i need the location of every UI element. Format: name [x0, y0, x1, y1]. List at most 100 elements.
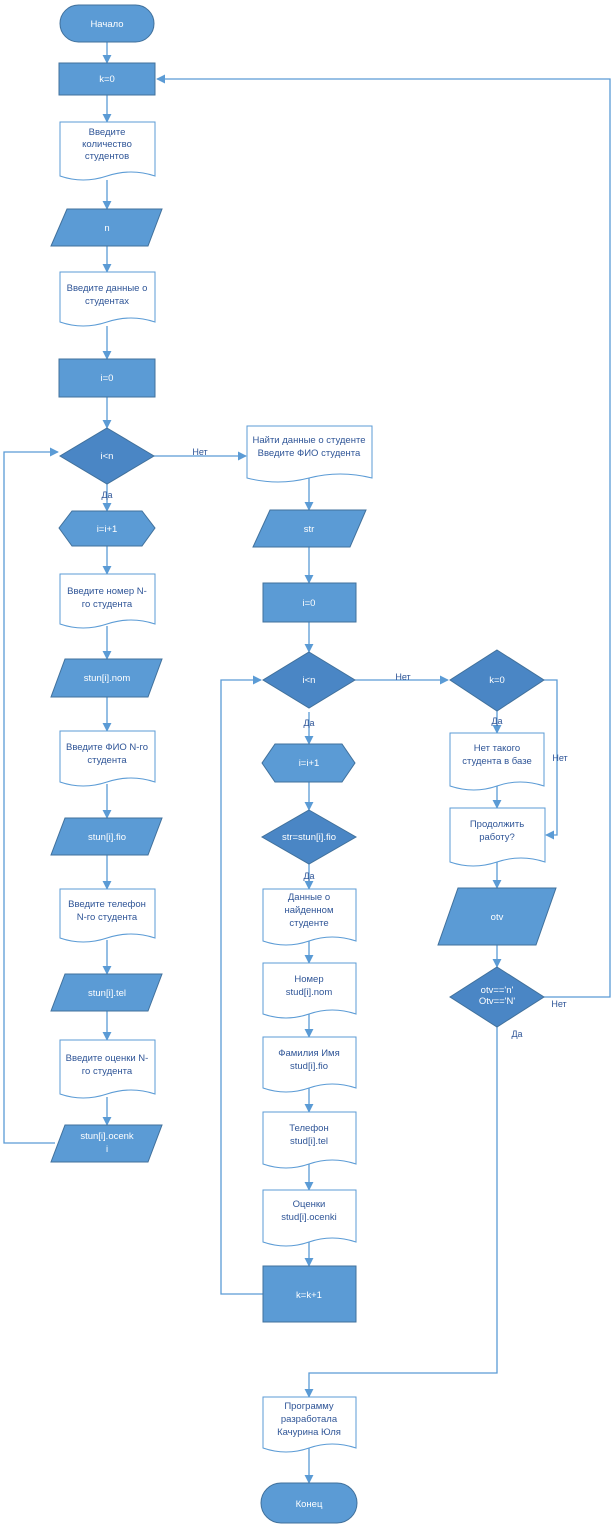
svg-text:Конец: Конец: [296, 1499, 323, 1510]
svg-text:количество: количество: [82, 139, 132, 150]
document-out-fio: Фамилия Имя stud[i].fio: [262, 1036, 357, 1093]
svg-text:Фамилия Имя: Фамилия Имя: [278, 1048, 339, 1059]
svg-text:Введите телефон: Введите телефон: [68, 899, 146, 910]
svg-text:stud[i].ocenki: stud[i].ocenki: [281, 1212, 336, 1223]
svg-text:студента в базе: студента в базе: [462, 756, 532, 767]
label-no-k-zero: Нет: [552, 753, 567, 763]
svg-text:str=stun[i].fio: str=stun[i].fio: [282, 832, 336, 843]
input-nom: stun[i].nom: [50, 658, 163, 698]
decision-loop2: i<n: [262, 651, 356, 709]
svg-text:Введите номер N-: Введите номер N-: [67, 586, 147, 597]
svg-text:i=0: i=0: [303, 598, 316, 609]
label-no-otv: Нет: [551, 999, 566, 1009]
svg-text:Найти данные о студенте: Найти данные о студенте: [253, 435, 366, 446]
svg-text:Введите: Введите: [89, 127, 126, 138]
svg-text:i: i: [106, 1144, 108, 1155]
svg-text:студента: студента: [87, 755, 127, 766]
decision-k-zero: k=0: [449, 649, 545, 712]
decision-match: str=stun[i].fio: [260, 809, 358, 865]
input-ocenki: stun[i].ocenk i: [50, 1124, 163, 1163]
svg-text:k=0: k=0: [489, 675, 505, 686]
svg-text:го студента: го студента: [82, 599, 133, 610]
document-out-tel: Телефон stud[i].tel: [262, 1111, 357, 1169]
label-no-loop1: Нет: [192, 447, 207, 457]
process-i-init: i=0: [58, 358, 156, 398]
svg-text:Номер: Номер: [294, 974, 323, 985]
svg-text:stud[i].fio: stud[i].fio: [290, 1061, 328, 1072]
svg-text:Введите ФИО N-го: Введите ФИО N-го: [66, 742, 148, 753]
document-out-ocenki: Оценки stud[i].ocenki: [262, 1189, 357, 1247]
document-prompt-fio: Введите ФИО N-го студента: [59, 730, 156, 787]
svg-text:Качурина Юля: Качурина Юля: [277, 1427, 341, 1438]
document-not-found: Нет такого студента в базе: [449, 732, 545, 791]
document-prompt-nom: Введите номер N- го студента: [59, 573, 156, 629]
svg-text:Оценки: Оценки: [293, 1199, 326, 1210]
svg-text:otv=='n': otv=='n': [481, 985, 514, 996]
document-prompt-data: Введите данные о студентах: [59, 271, 156, 327]
svg-text:k=k+1: k=k+1: [296, 1290, 322, 1301]
process-k-inc: k=k+1: [262, 1265, 357, 1323]
svg-text:студентах: студентах: [85, 296, 129, 307]
document-out-found: Данные о найденном студенте: [262, 888, 357, 946]
svg-text:i=i+1: i=i+1: [299, 758, 320, 769]
svg-text:stun[i].ocenk: stun[i].ocenk: [80, 1131, 134, 1142]
svg-text:n: n: [104, 223, 109, 234]
svg-text:найденном: найденном: [285, 905, 334, 916]
label-yes-k-zero: Да: [491, 716, 502, 726]
svg-text:Введите данные о: Введите данные о: [67, 283, 148, 294]
svg-text:otv: otv: [491, 912, 504, 923]
process-k-init: k=0: [58, 62, 156, 96]
svg-text:Введите оценки N-: Введите оценки N-: [66, 1053, 149, 1064]
svg-text:stun[i].tel: stun[i].tel: [88, 988, 126, 999]
svg-text:Продолжить: Продолжить: [470, 819, 524, 830]
svg-text:студенте: студенте: [289, 918, 328, 929]
prep-loop1-inc: i=i+1: [58, 510, 156, 547]
svg-text:k=0: k=0: [99, 74, 115, 85]
input-otv: otv: [437, 887, 557, 946]
decision-otv: otv=='n' Otv=='N': [449, 966, 545, 1028]
document-author: Программу разработала Качурина Юля: [262, 1396, 357, 1453]
label-yes-match: Да: [303, 871, 314, 881]
svg-text:разработала: разработала: [281, 1414, 338, 1425]
svg-text:stun[i].fio: stun[i].fio: [88, 832, 126, 843]
document-prompt-tel: Введите телефон N-го студента: [59, 888, 156, 943]
svg-text:i=i+1: i=i+1: [97, 524, 118, 535]
terminal-start: Начало: [59, 4, 155, 43]
document-prompt-count: Введите количество студентов: [59, 121, 156, 181]
label-yes-otv: Да: [511, 1029, 522, 1039]
process-i-init2: i=0: [262, 582, 357, 623]
svg-text:Введите ФИО студента: Введите ФИО студента: [258, 448, 361, 459]
input-fio: stun[i].fio: [50, 817, 163, 856]
document-continue: Продолжить работу?: [449, 807, 546, 867]
svg-text:Данные о: Данные о: [288, 892, 330, 903]
label-yes-loop1: Да: [101, 490, 112, 500]
label-no-loop2: Нет: [395, 672, 410, 682]
svg-text:работу?: работу?: [479, 832, 515, 843]
terminal-end: Конец: [260, 1482, 358, 1524]
svg-text:Программу: Программу: [284, 1401, 334, 1412]
svg-text:i<n: i<n: [303, 675, 316, 686]
document-out-nom: Номер stud[i].nom: [262, 962, 357, 1019]
document-prompt-ocenki: Введите оценки N- го студента: [59, 1039, 156, 1099]
document-find-prompt: Найти данные о студенте Введите ФИО студ…: [246, 425, 373, 483]
svg-text:Начало: Начало: [90, 19, 123, 30]
svg-text:Телефон: Телефон: [289, 1123, 328, 1134]
connectors: [3, 42, 611, 1484]
svg-text:го студента: го студента: [82, 1066, 133, 1077]
svg-text:str: str: [304, 524, 315, 535]
input-n: n: [50, 208, 163, 247]
svg-text:студентов: студентов: [85, 151, 129, 162]
svg-text:N-го студента: N-го студента: [77, 912, 138, 923]
svg-text:stud[i].nom: stud[i].nom: [286, 987, 333, 998]
svg-text:stun[i].nom: stun[i].nom: [84, 673, 131, 684]
svg-text:Нет такого: Нет такого: [474, 743, 520, 754]
input-tel: stun[i].tel: [50, 973, 163, 1012]
svg-text:i=0: i=0: [101, 373, 114, 384]
input-str: str: [252, 509, 367, 548]
svg-text:Otv=='N': Otv=='N': [479, 996, 516, 1007]
prep-loop2-inc: i=i+1: [261, 743, 356, 783]
label-yes-loop2: Да: [303, 718, 314, 728]
decision-loop1: i<n: [59, 427, 155, 485]
svg-text:i<n: i<n: [101, 451, 114, 462]
